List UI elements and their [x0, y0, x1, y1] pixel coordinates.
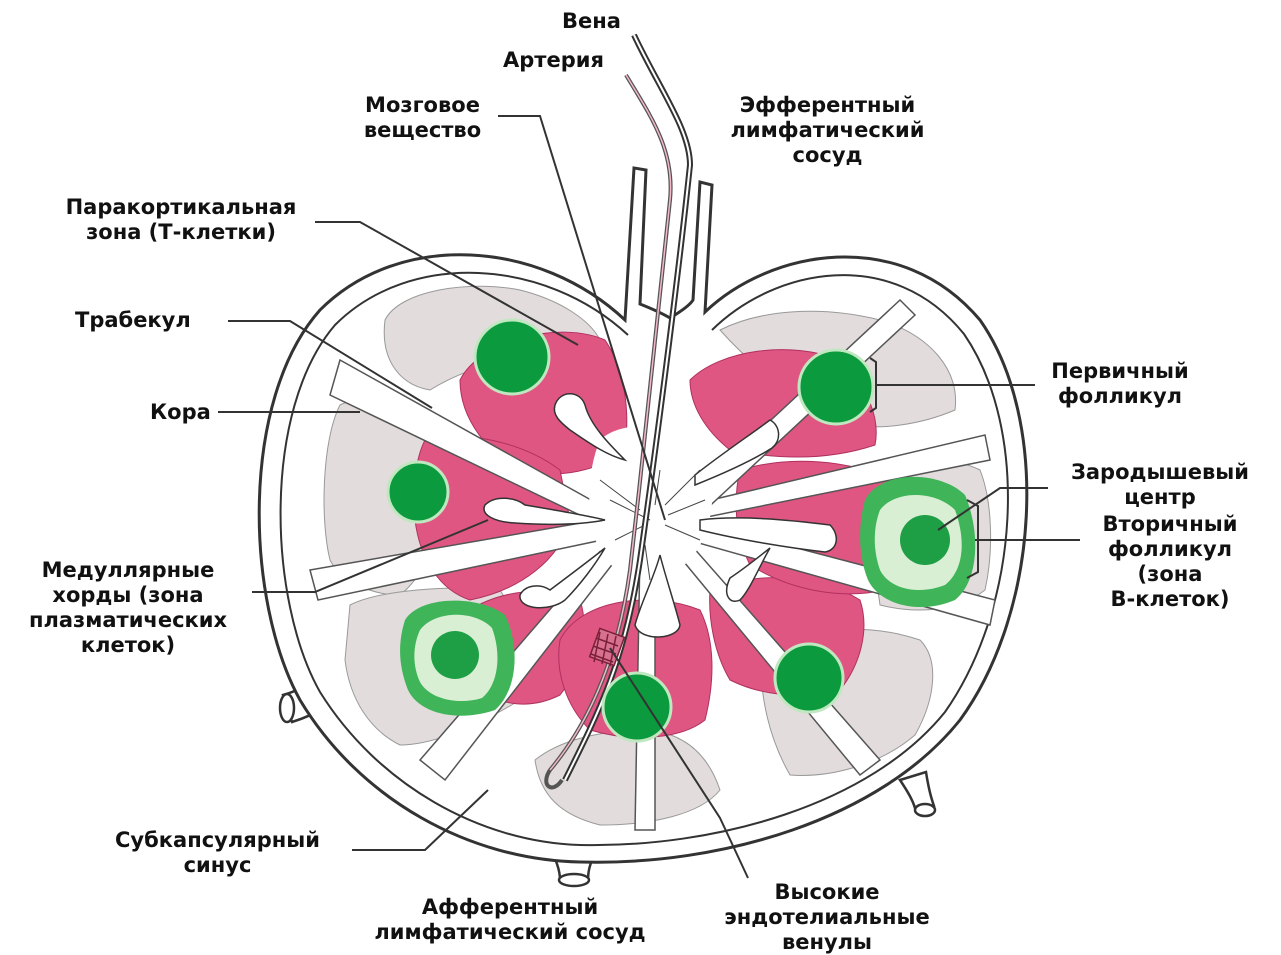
secondary-follicle-left — [400, 601, 515, 716]
label-trabecula: Трабекул — [75, 308, 191, 333]
afferent-vessel-left-opening — [280, 694, 294, 722]
afferent-vessel-right-opening — [915, 804, 935, 816]
label-vein: Вена — [562, 9, 621, 34]
label-artery: Артерия — [503, 48, 604, 73]
primary-follicle-left — [388, 462, 448, 522]
afferent-vessel-bottom-opening — [559, 874, 589, 886]
label-cortex: Кора — [150, 400, 211, 425]
primary-follicle-top-right — [799, 350, 873, 424]
secondary-follicle-right — [860, 477, 975, 607]
primary-follicle-top-left — [475, 320, 549, 394]
primary-follicle-bottom-right — [775, 644, 843, 712]
primary-follicle-bottom — [603, 673, 671, 741]
